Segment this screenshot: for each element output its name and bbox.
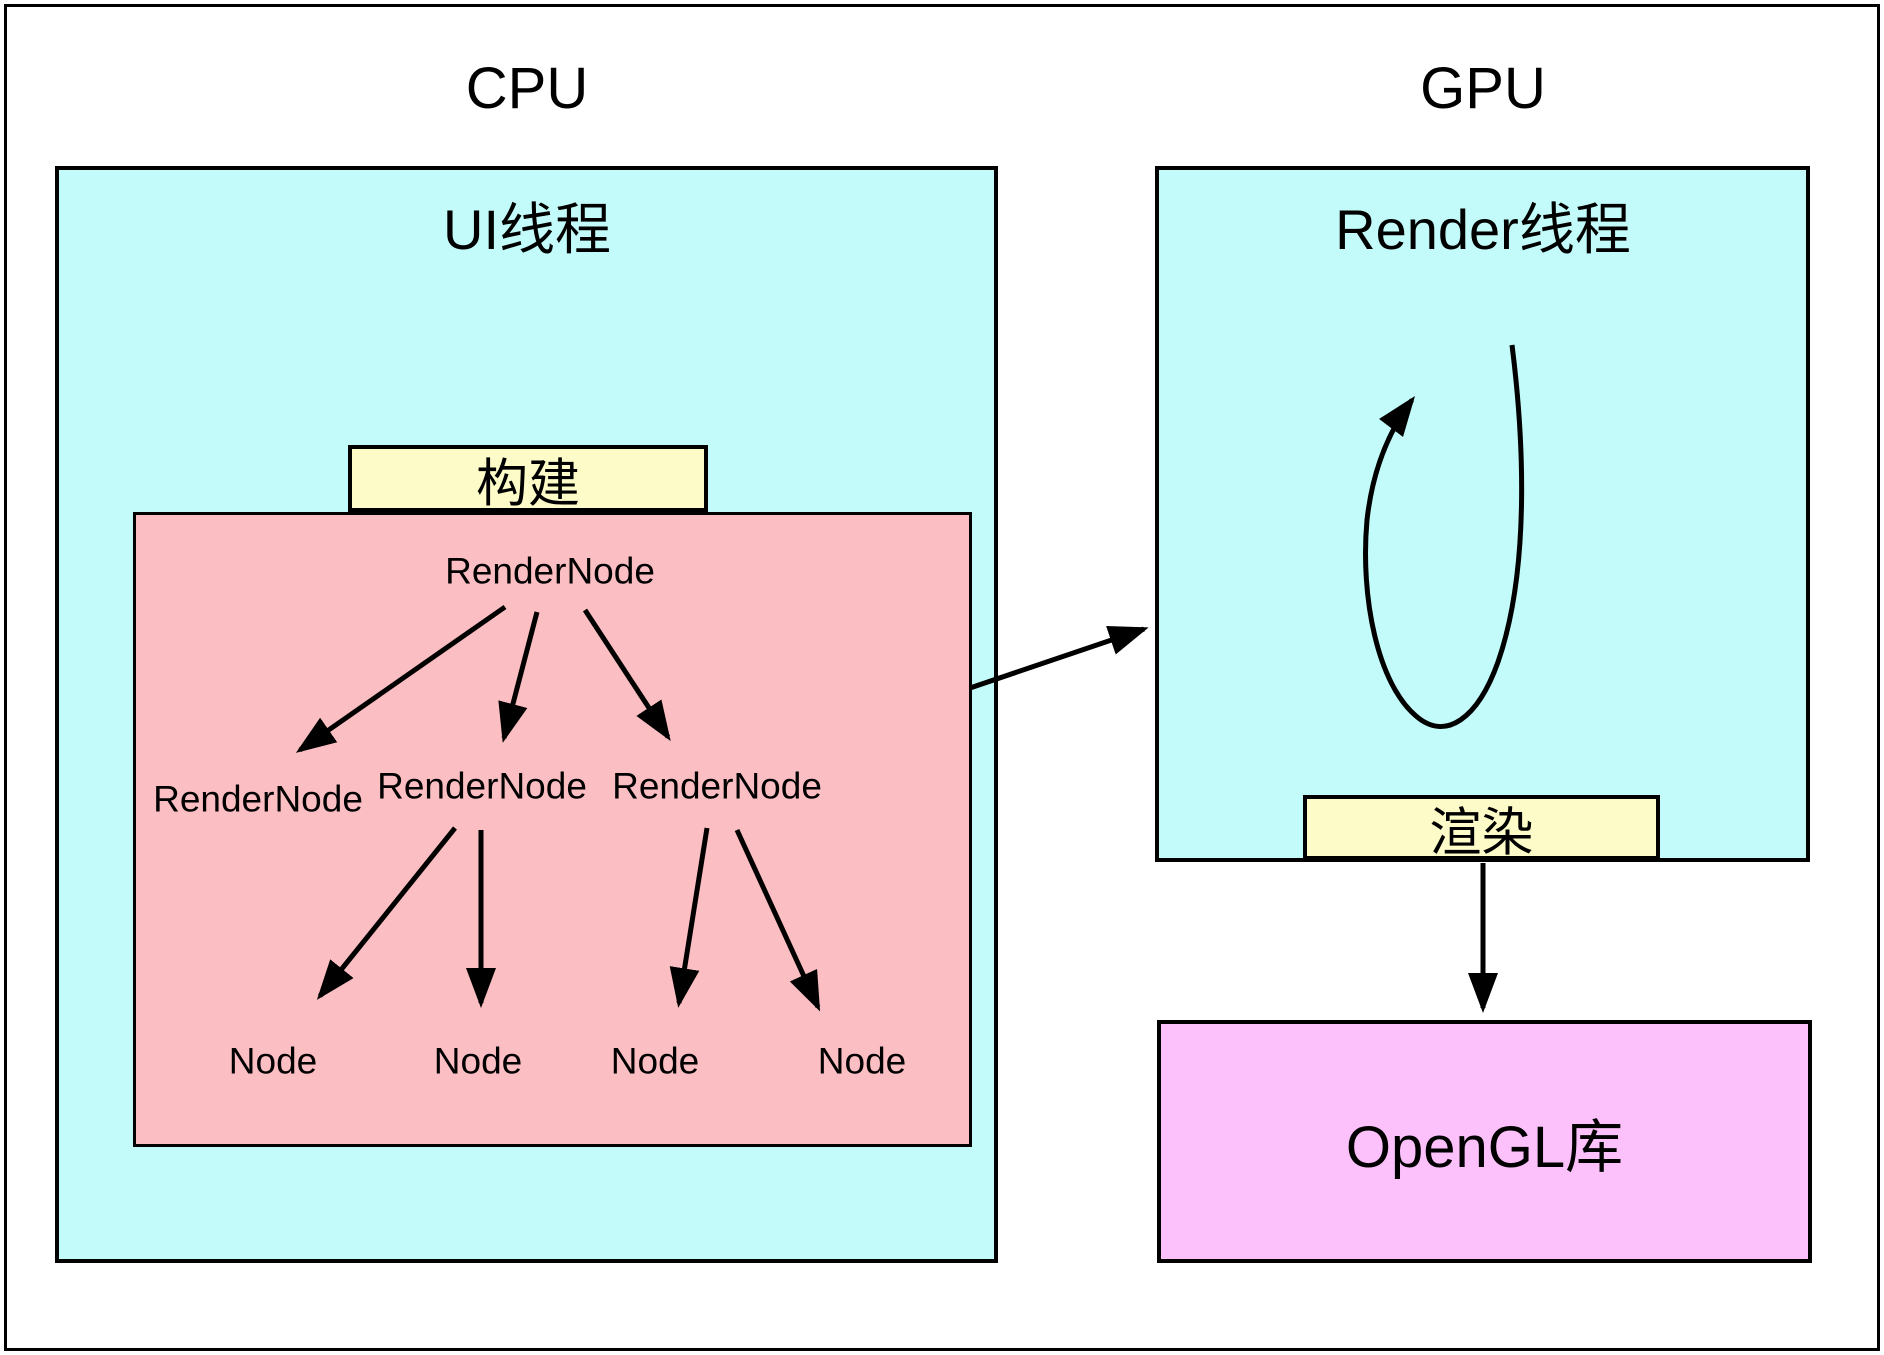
cpu-title: CPU bbox=[465, 56, 589, 122]
opengl-box: OpenGL库 bbox=[1157, 1020, 1812, 1263]
render-op-label: 渲染 bbox=[1429, 804, 1534, 862]
render-tree-box bbox=[133, 512, 972, 1147]
opengl-label: OpenGL库 bbox=[1345, 1114, 1624, 1180]
rendernode-root-label: RenderNode bbox=[445, 550, 655, 592]
node-leaf-2-label: Node bbox=[433, 1040, 523, 1082]
rendernode-child-1-label: RenderNode bbox=[153, 778, 363, 820]
gpu-title: GPU bbox=[1420, 56, 1546, 122]
build-label: 构建 bbox=[475, 455, 581, 513]
rendernode-child-3-label: RenderNode bbox=[612, 765, 822, 807]
render-thread-box bbox=[1155, 166, 1810, 862]
render-thread-title: Render线程 bbox=[1335, 198, 1631, 262]
rendernode-child-2-label: RenderNode bbox=[377, 765, 587, 807]
node-leaf-3-label: Node bbox=[610, 1040, 700, 1082]
node-leaf-4-label: Node bbox=[817, 1040, 907, 1082]
node-leaf-1-label: Node bbox=[228, 1040, 318, 1082]
build-box: 构建 bbox=[348, 445, 708, 513]
render-op-box: 渲染 bbox=[1303, 795, 1660, 862]
ui-thread-title: UI线程 bbox=[443, 198, 611, 262]
